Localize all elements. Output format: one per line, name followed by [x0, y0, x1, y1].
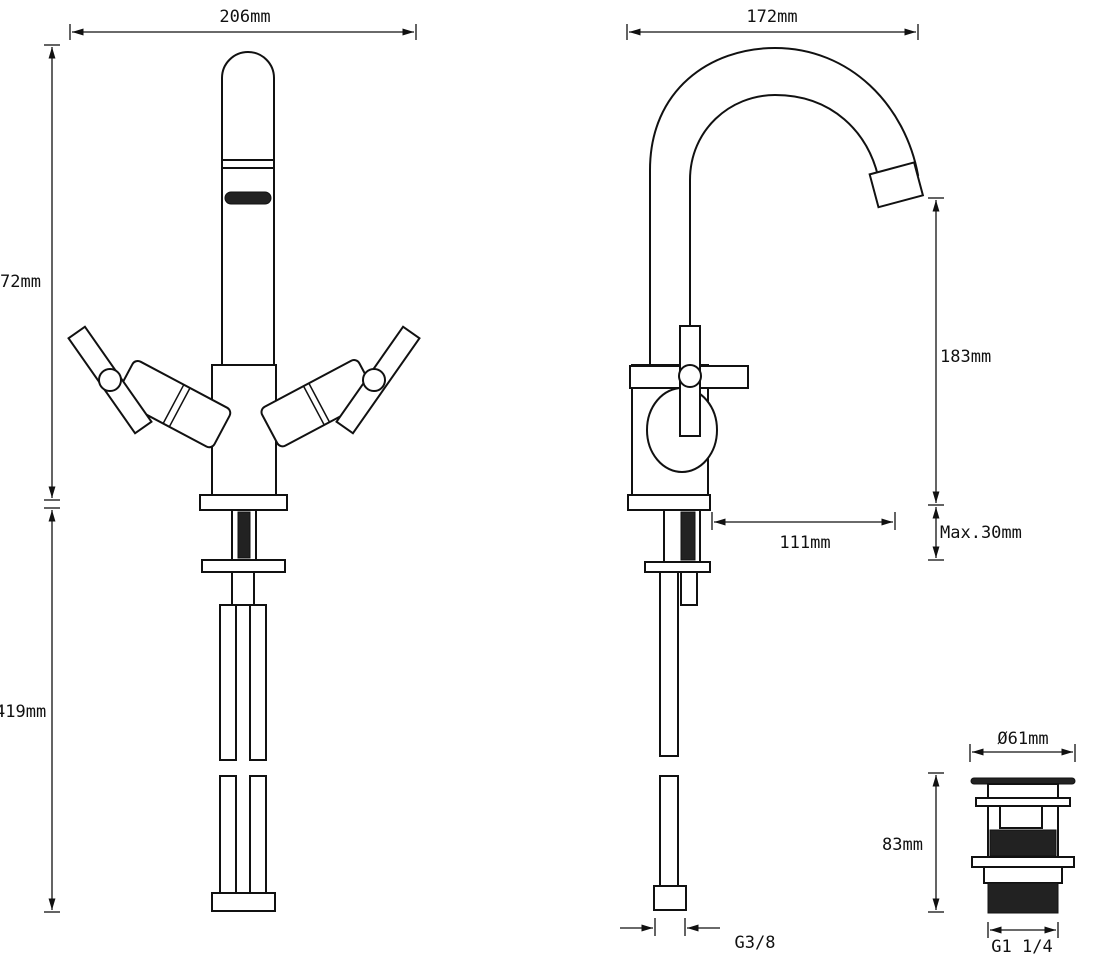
spout-height-label: 183mm	[940, 347, 991, 367]
max-thickness-label: Max.30mm	[940, 523, 1022, 543]
waste-drain	[970, 777, 1076, 914]
waste-height-label: 83mm	[882, 835, 923, 855]
pipe-thread-label: G3/8	[735, 933, 776, 953]
side-width-label: 172mm	[746, 7, 797, 27]
dimension-lines	[44, 24, 1076, 938]
front-height-upper-label: 72mm	[0, 272, 41, 292]
side-view-tap	[627, 46, 925, 911]
waste-thread-label: G1 1/4	[991, 937, 1052, 957]
front-width-label: 206mm	[219, 7, 270, 27]
waste-diameter-label: Ø61mm	[997, 729, 1048, 749]
reach-label: 111mm	[779, 533, 830, 553]
front-view-tap	[67, 51, 421, 912]
front-height-lower-label: 419mm	[0, 702, 46, 722]
